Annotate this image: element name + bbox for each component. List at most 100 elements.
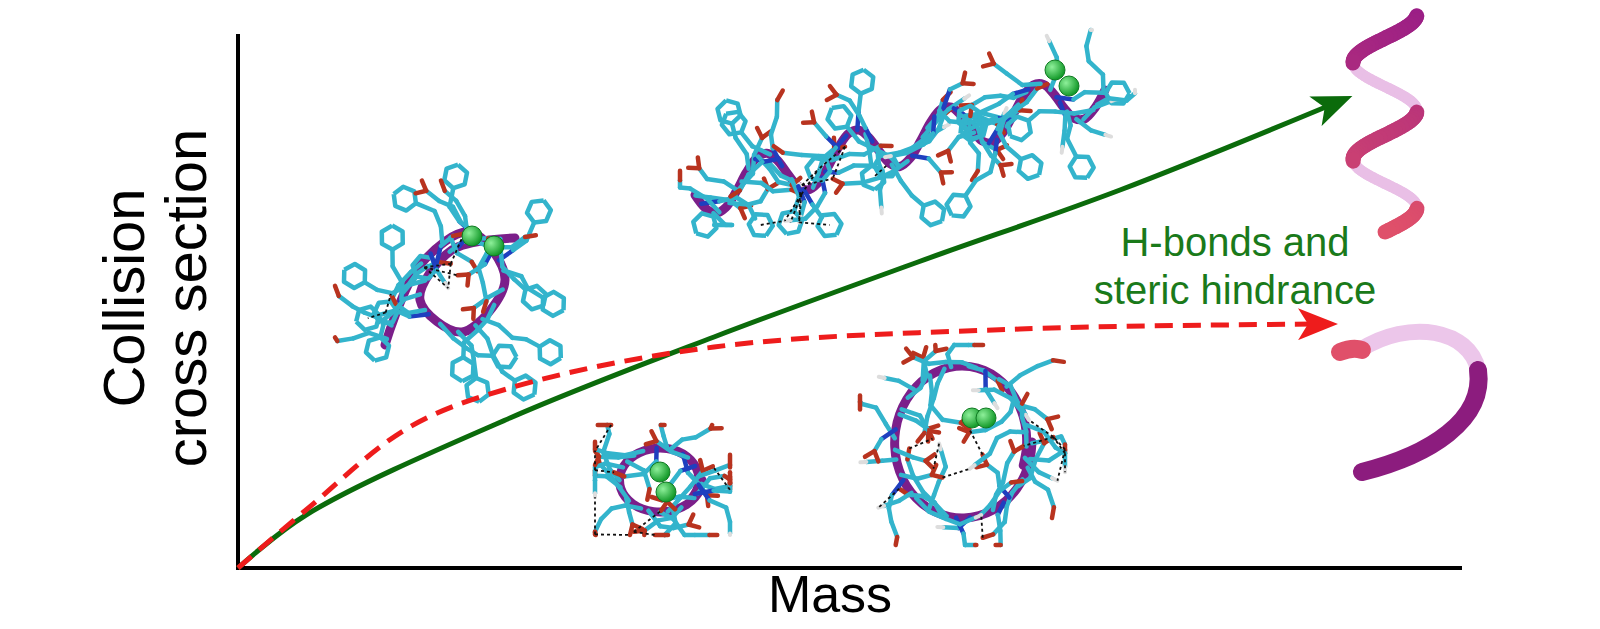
metal-ion — [650, 462, 670, 482]
bond-stick — [946, 360, 962, 365]
h-bond — [595, 425, 611, 451]
phenyl-ring — [722, 112, 746, 134]
hydrogen-bonds — [595, 425, 730, 535]
bond-stick — [714, 490, 730, 491]
bond-stick — [901, 181, 912, 196]
bond-stick — [771, 117, 777, 135]
h-bond — [798, 192, 801, 222]
h-bond — [799, 222, 829, 225]
bond-stick — [978, 153, 979, 170]
axis-title: Mass — [700, 566, 960, 622]
trend-curve-compact — [238, 324, 1330, 568]
bond-stick — [1038, 360, 1053, 366]
bond-stick — [783, 153, 802, 155]
oxygen-stick — [731, 191, 740, 197]
helix-ribbon — [1385, 230, 1389, 232]
hydrogen-stick — [976, 515, 982, 517]
bond-stick — [441, 226, 442, 243]
oxygen-stick — [711, 425, 713, 429]
h-bond — [1024, 437, 1054, 446]
oxygen-stick — [928, 431, 939, 433]
bond-stick — [862, 178, 880, 183]
bond-stick — [417, 204, 435, 211]
bond-stick — [998, 515, 1000, 531]
hydrogen-stick — [944, 124, 949, 127]
bond-stick — [1007, 74, 1022, 85]
bond-stick — [478, 353, 492, 358]
bond-stick — [924, 351, 936, 361]
bond-stick — [1074, 110, 1093, 113]
oxygen-stick — [614, 472, 624, 476]
bond-stick — [948, 137, 959, 151]
bond-stick — [435, 211, 441, 226]
bond-stick — [791, 219, 805, 220]
oxygen-stick — [874, 451, 878, 461]
phenyl-ring — [452, 357, 473, 381]
phenyl-ring — [523, 286, 546, 309]
phenyl-ring — [382, 226, 403, 250]
oxygen-stick — [941, 170, 952, 175]
bond-stick — [1020, 366, 1038, 375]
bond-stick — [839, 166, 854, 173]
bond-stick — [962, 362, 976, 368]
bond-stick — [913, 357, 929, 364]
bond-stick — [1030, 459, 1049, 460]
bond-stick — [902, 409, 920, 415]
h-bond — [448, 264, 450, 288]
bond-stick — [690, 189, 707, 199]
bond-stick — [512, 237, 525, 247]
phenyl-ring — [958, 106, 980, 130]
bond-stick — [696, 429, 711, 438]
bond-stick — [836, 136, 846, 148]
bond-stick — [1039, 109, 1055, 114]
bond-stick — [1036, 443, 1044, 459]
bond-stick — [439, 201, 453, 207]
h-bond — [933, 444, 939, 469]
bond-stick — [881, 429, 895, 439]
h-bond — [368, 312, 386, 318]
bond-stick — [752, 146, 770, 154]
oxygen-stick — [335, 337, 337, 341]
helix-icon — [1353, 14, 1417, 232]
bond-stick — [1029, 111, 1039, 120]
bond-stick — [1089, 61, 1103, 74]
oxygen-stick — [471, 308, 476, 319]
bond-stick — [475, 325, 487, 338]
bond-stick — [924, 417, 927, 433]
phenyl-ring — [1019, 155, 1042, 179]
bond-stick — [891, 522, 897, 537]
bond-stick — [605, 464, 623, 468]
bond-stick — [409, 314, 428, 316]
bond-stick — [436, 246, 441, 265]
oxygen-stick — [881, 143, 892, 148]
bond-stick — [729, 203, 747, 204]
oxygen-stick — [646, 441, 657, 444]
bond-stick — [865, 128, 872, 142]
peptide-structure — [595, 425, 730, 535]
phenyl-ring — [851, 70, 873, 94]
phenyl-ring — [366, 337, 389, 360]
bond-stick — [483, 283, 487, 301]
bond-stick — [923, 361, 924, 380]
oxygen-stick — [1052, 507, 1054, 518]
bond-stick — [885, 378, 899, 381]
oxygen-stick — [996, 543, 1001, 548]
bond-stick — [1007, 375, 1021, 386]
phenyl-ring — [493, 346, 517, 367]
phenyl-ring — [394, 187, 416, 211]
turn-ribbon-tip — [1340, 349, 1362, 352]
bond-stick — [390, 251, 395, 267]
bond-stick — [502, 372, 514, 380]
bond-stick — [990, 438, 997, 454]
oxygen-stick — [728, 472, 733, 483]
bond-stick — [975, 454, 990, 466]
bond-stick — [907, 144, 924, 153]
hydrogen-stick — [879, 377, 885, 378]
bond-stick — [894, 161, 908, 171]
bond-stick — [1062, 131, 1064, 147]
h-bond — [873, 166, 886, 178]
bond-stick — [876, 408, 886, 424]
oxygen-stick — [1022, 394, 1027, 404]
h-bond — [595, 470, 614, 472]
